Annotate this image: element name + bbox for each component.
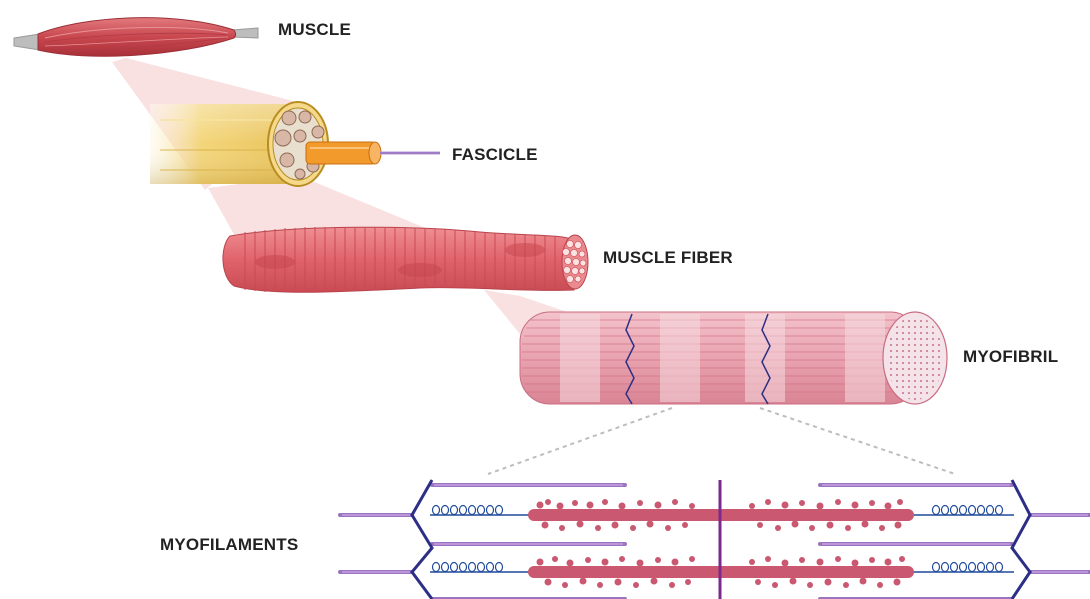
label-muscle-fiber: MUSCLE FIBER [603,248,733,268]
muscle-fiber-illustration [223,227,588,292]
myofibril-illustration [520,312,947,404]
label-myofilaments: MYOFILAMENTS [160,535,298,555]
myofilaments-illustration [340,480,1090,599]
zoom-line-right [760,408,955,474]
fascicle-illustration [150,102,440,186]
z-disc-left [412,480,432,599]
z-disc-right [1012,480,1030,599]
muscle-illustration [14,18,258,57]
label-myofibril: MYOFIBRIL [963,347,1058,367]
label-muscle: MUSCLE [278,20,351,40]
label-fascicle: FASCICLE [452,145,538,165]
zoom-line-left [488,408,672,474]
